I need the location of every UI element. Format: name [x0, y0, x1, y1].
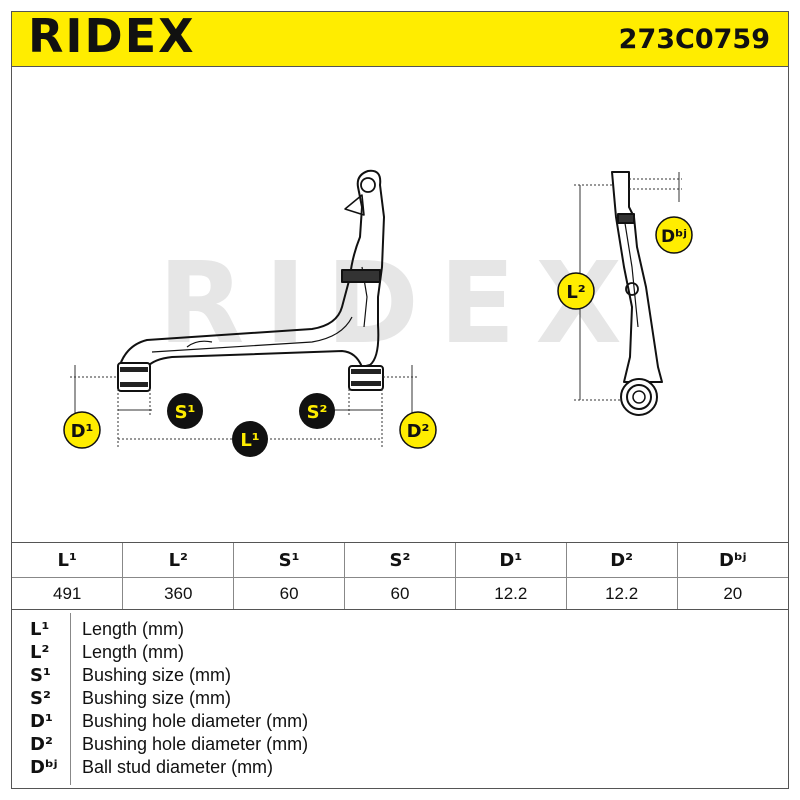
spec-value-cell: 12.2	[566, 577, 678, 609]
spec-header-cell: D¹	[455, 543, 567, 578]
spec-header-cell: L²	[122, 543, 235, 578]
callout-s1: S¹	[167, 393, 203, 429]
callout-d2: D²	[399, 411, 437, 449]
legend-description: Bushing hole diameter (mm)	[82, 711, 309, 731]
callout-l2: L²	[557, 272, 595, 310]
spec-header-cell: S¹	[233, 543, 346, 578]
callout-l1: L¹	[232, 421, 268, 457]
callout-dbj: Dᵇʲ	[655, 216, 693, 254]
callout-l2-label: L²	[566, 282, 585, 303]
legend-description: Bushing size (mm)	[82, 665, 232, 685]
spec-value-row: 491 360 60 60 12.2 12.2 20	[12, 577, 788, 609]
brand-logo: RIDEX	[28, 9, 196, 63]
control-arm-front-view	[611, 171, 663, 416]
legend-description: Length (mm)	[82, 642, 185, 662]
legend-symbol: Dᵇʲ	[30, 757, 58, 778]
drawing-svg: RIDEX	[63, 169, 693, 457]
callout-s2: S²	[299, 393, 335, 429]
legend-divider	[70, 613, 71, 785]
spec-header-cell: D²	[566, 543, 678, 578]
callout-l1-label: L¹	[240, 430, 259, 451]
legend-row: L¹ Length (mm)	[12, 619, 782, 642]
legend-description: Length (mm)	[82, 619, 185, 639]
control-arm-side-view	[117, 169, 385, 392]
technical-drawing: RIDEX	[12, 67, 788, 541]
legend-row: D¹ Bushing hole diameter (mm)	[12, 711, 782, 734]
legend-description: Ball stud diameter (mm)	[82, 757, 274, 777]
callout-d1-label: D¹	[71, 421, 94, 442]
spec-header-cell: Dᵇʲ	[677, 543, 788, 578]
legend-row: D² Bushing hole diameter (mm)	[12, 734, 782, 757]
legend-description: Bushing size (mm)	[82, 688, 232, 708]
legend-description: Bushing hole diameter (mm)	[82, 734, 309, 754]
callout-dbj-label: Dᵇʲ	[661, 227, 687, 247]
legend-row: S¹ Bushing size (mm)	[12, 665, 782, 688]
spec-value-cell: 60	[233, 577, 346, 609]
spec-value-cell: 12.2	[455, 577, 567, 609]
page-frame	[11, 11, 789, 789]
part-number: 273C0759	[618, 24, 770, 55]
legend-symbol: S¹	[30, 665, 51, 686]
legend-symbol: S²	[30, 688, 51, 709]
callout-s1-label: S¹	[175, 402, 196, 423]
callout-d2-label: D²	[407, 421, 430, 442]
callout-s2-label: S²	[307, 402, 328, 423]
callout-d1: D¹	[63, 411, 101, 449]
legend-row: S² Bushing size (mm)	[12, 688, 782, 711]
legend-symbol: D²	[30, 734, 53, 755]
spec-header-cell: S²	[344, 543, 456, 578]
spec-value-cell: 20	[723, 583, 743, 603]
legend-symbol: L¹	[30, 619, 50, 640]
header-bar: RIDEX 273C0759	[12, 9, 788, 67]
spec-header-cell: L¹	[12, 543, 124, 578]
spec-header-row: L¹ L² S¹ S² D¹ D² Dᵇʲ	[12, 543, 788, 578]
legend: L¹ Length (mm) L² Length (mm) S¹ Bushing…	[12, 609, 788, 789]
legend-row: L² Length (mm)	[12, 642, 782, 665]
spec-value-cell: 60	[344, 577, 456, 609]
spec-value-cell: 360	[122, 577, 235, 609]
legend-symbol: L²	[30, 642, 50, 663]
legend-row: Dᵇʲ Ball stud diameter (mm)	[12, 757, 782, 780]
spec-value-cell: 491	[12, 577, 124, 609]
specification-table: L¹ L² S¹ S² D¹ D² Dᵇʲ 491 360 60 60 12.2…	[12, 542, 788, 610]
spec-grid: L¹ L² S¹ S² D¹ D² Dᵇʲ 491 360 60 60 12.2…	[12, 543, 788, 609]
legend-symbol: D¹	[30, 711, 53, 732]
